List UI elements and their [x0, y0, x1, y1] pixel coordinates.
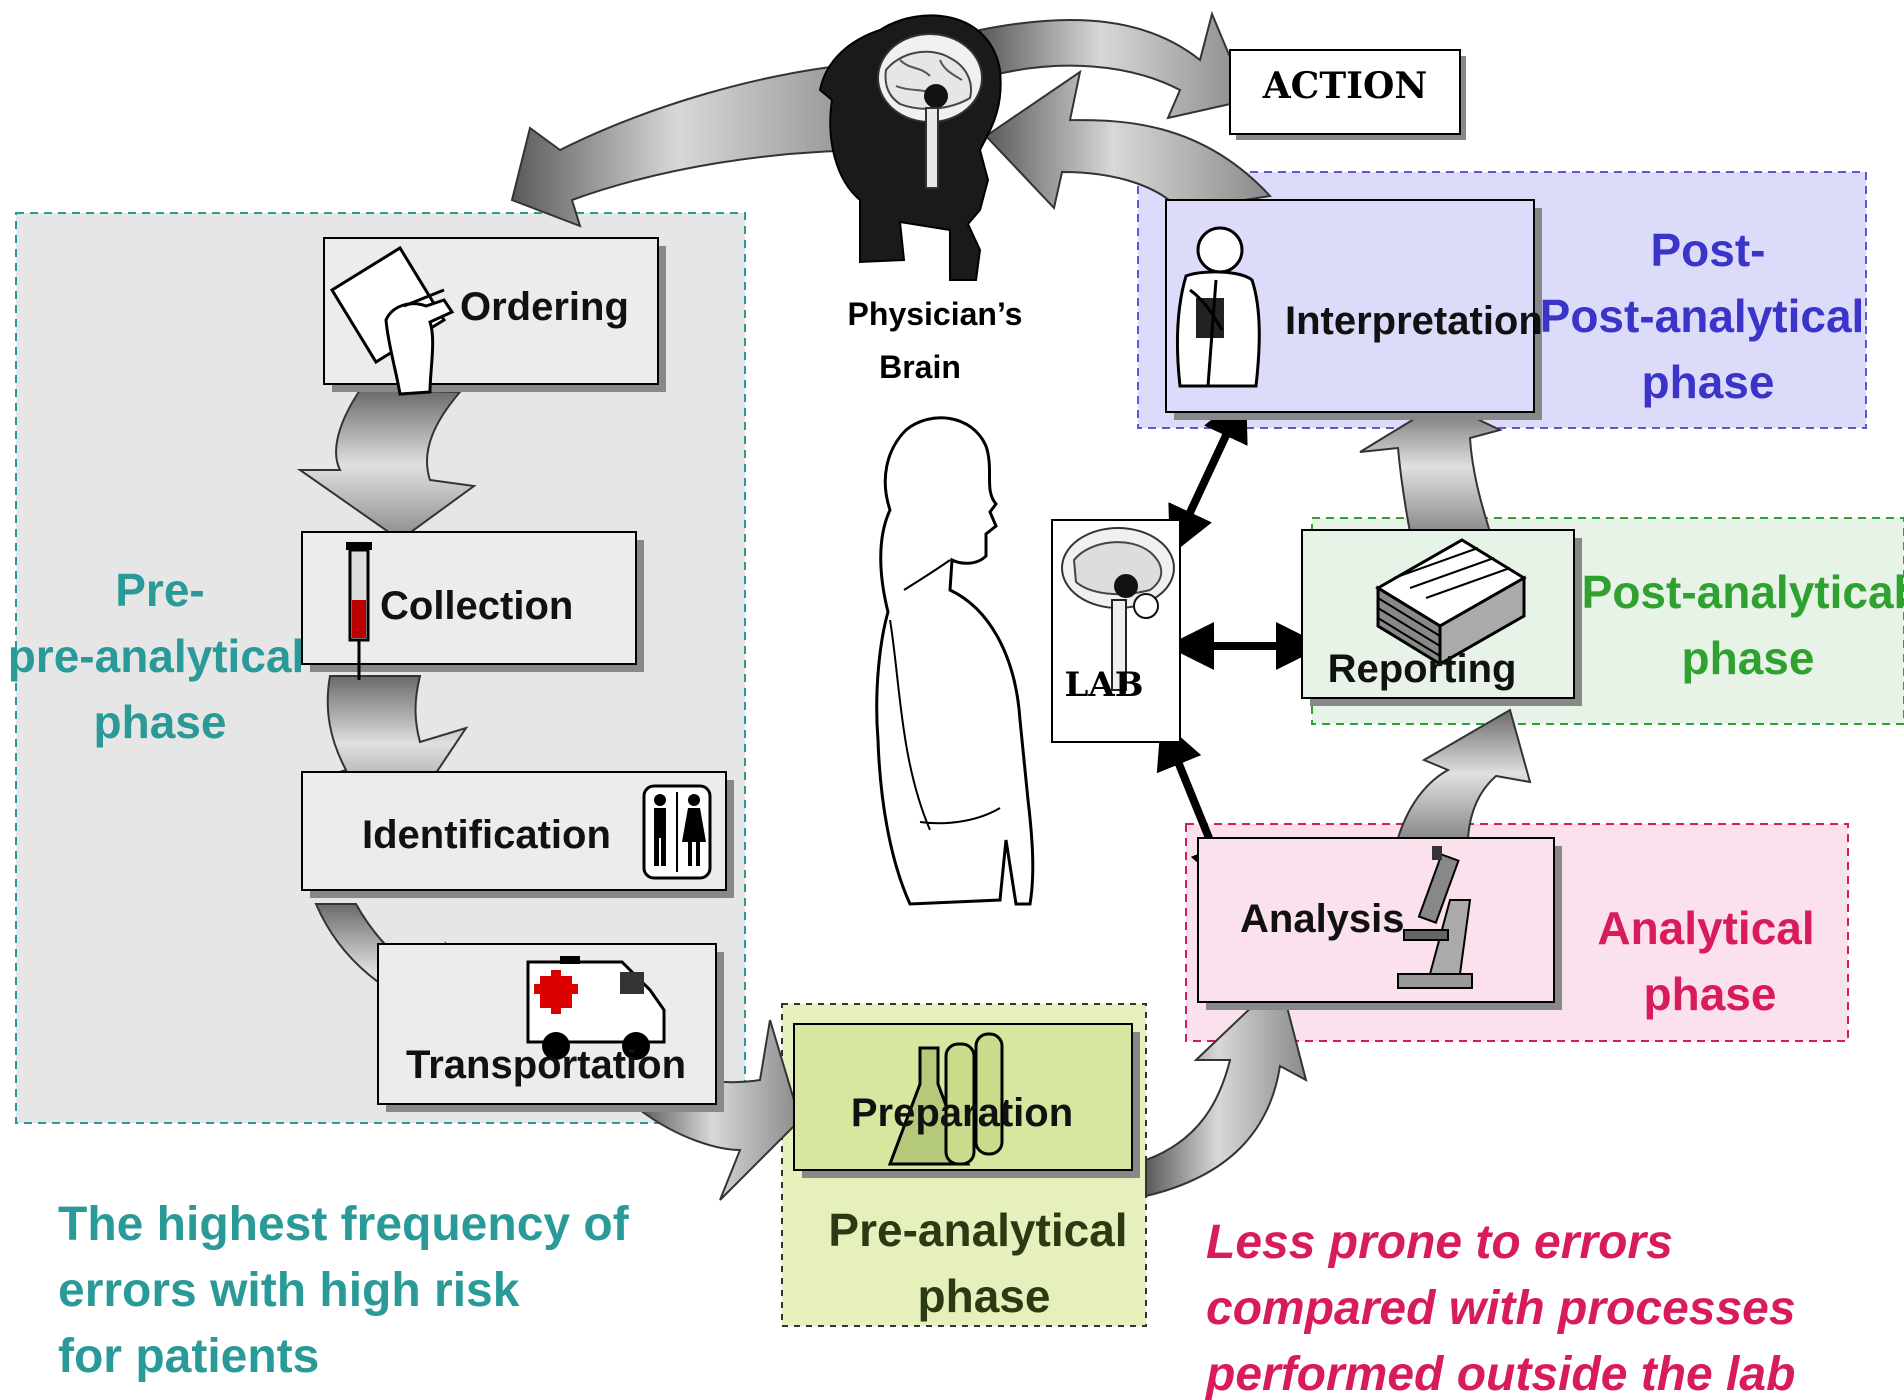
pre-line2: phase — [918, 1270, 1051, 1322]
doctor-with-clipboard-icon — [1176, 226, 1261, 388]
flow-arrow-interpretation-to-brain — [984, 69, 1273, 212]
physician-brain-label-line2: Brain — [879, 349, 961, 385]
action-label: ACTION — [1262, 65, 1427, 107]
flow-arrow-preparation-to-analysis — [1145, 978, 1308, 1198]
phase-label-post-analytical: Post-analytical phase — [1582, 566, 1904, 684]
phase-label-pre-analytical: Pre-analytical phase — [828, 1204, 1127, 1322]
restroom-people-icon — [642, 784, 712, 880]
lab-brain-icon — [1061, 527, 1175, 691]
note-less-prone-to-errors: Less prone to errors compared with proce… — [1204, 1216, 1796, 1400]
physician-brain-label-line1: Physician’s — [848, 296, 1023, 332]
step-preparation-label: Preparation — [851, 1091, 1073, 1135]
step-analysis-label: Analysis — [1240, 897, 1405, 941]
post-line2: phase — [1682, 632, 1815, 684]
lab-link-interpretation — [1168, 392, 1248, 556]
pre-pre-line3: phase — [94, 696, 227, 748]
post-post-line2: Post-analytical — [1540, 290, 1865, 342]
flow-arrow-ordering-to-collection — [296, 388, 477, 542]
pre-line1: Pre-analytical — [828, 1204, 1127, 1256]
lab-box: LAB — [1051, 519, 1181, 743]
note-right-line3: performed outside the lab — [1204, 1348, 1795, 1400]
step-transportation-label: Transportation — [406, 1043, 686, 1087]
post-post-line3: phase — [1642, 356, 1775, 408]
pre-pre-line2: pre-analytical — [8, 630, 305, 682]
step-reporting: Reporting — [1301, 529, 1582, 706]
step-reporting-label: Reporting — [1328, 647, 1517, 691]
step-preparation: Preparation — [793, 1023, 1140, 1178]
step-identification: Identification — [301, 771, 734, 898]
phase-label-pre-pre-analytical: Pre- pre-analytical phase — [8, 564, 305, 748]
stack-of-reports-icon — [1375, 538, 1527, 667]
step-collection: Collection — [301, 531, 644, 680]
lab-label: LAB — [1064, 665, 1143, 705]
note-left-line3: for patients — [58, 1330, 319, 1383]
note-right-line2: compared with processes — [1206, 1282, 1796, 1335]
phase-label-post-post-analytical: Post- Post-analytical phase — [1540, 224, 1865, 408]
physician-brain-icon — [818, 14, 1002, 281]
analytical-line1: Analytical — [1597, 902, 1814, 954]
microscope-icon — [1397, 846, 1473, 989]
lab-flasks-icon — [887, 1032, 1004, 1166]
action-box: ACTION — [1229, 49, 1466, 140]
step-interpretation: Interpretation — [1165, 199, 1543, 420]
ordering-hand-writing-icon — [329, 245, 455, 396]
note-high-frequency-errors: The highest frequency of errors with hig… — [58, 1198, 630, 1383]
note-right-line1: Less prone to errors — [1206, 1216, 1673, 1269]
step-ordering: Ordering — [323, 237, 666, 396]
post-post-line1: Post- — [1651, 224, 1766, 276]
post-line1: Post-analytical — [1582, 566, 1904, 618]
physician-figure-icon — [875, 416, 1035, 906]
phase-label-analytical: Analytical phase — [1597, 902, 1814, 1020]
flow-arrow-brain-to-action — [978, 10, 1250, 120]
step-ordering-label: Ordering — [460, 285, 629, 329]
pre-pre-line1: Pre- — [115, 564, 204, 616]
step-interpretation-label: Interpretation — [1285, 299, 1543, 343]
ambulance-icon — [526, 956, 666, 1060]
step-analysis: Analysis — [1197, 837, 1562, 1010]
syringe-icon — [346, 542, 372, 680]
step-collection-label: Collection — [380, 584, 573, 628]
flow-arrow-analysis-to-reporting — [1396, 708, 1532, 839]
step-identification-label: Identification — [362, 813, 611, 857]
note-left-line2: errors with high risk — [58, 1264, 520, 1317]
analytical-line2: phase — [1644, 968, 1777, 1020]
flow-arrow-brain-to-ordering — [510, 60, 881, 228]
note-left-line1: The highest frequency of — [58, 1198, 630, 1251]
step-transportation: Transportation — [377, 943, 724, 1112]
